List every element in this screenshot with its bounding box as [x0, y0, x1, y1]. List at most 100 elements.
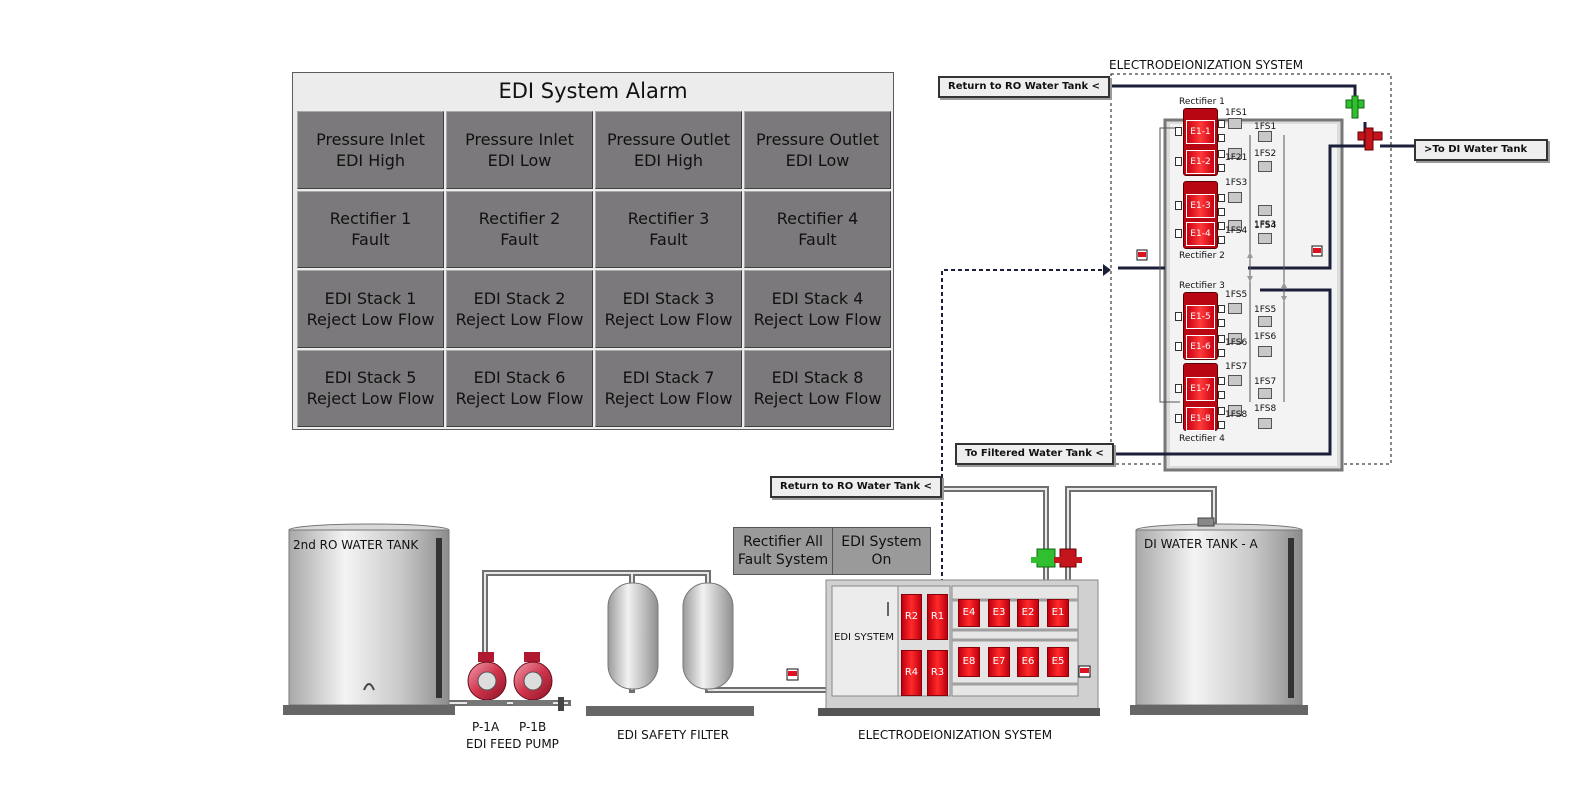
stack-e1-7[interactable]: E1-7	[1186, 377, 1215, 401]
stack-connector	[1218, 421, 1225, 429]
status-line2: On	[871, 552, 892, 568]
alarm-label-line1: EDI Stack 4	[771, 288, 864, 308]
return-ro-tank-bottom-link[interactable]: Return to RO Water Tank <	[770, 476, 943, 498]
stack-e1-1[interactable]: E1-1	[1186, 120, 1215, 144]
rectifier-module-r4[interactable]: R4	[901, 650, 922, 696]
alarm-label-line1: Pressure Inlet	[316, 129, 425, 149]
rectifier-module-r3[interactable]: R3	[927, 650, 948, 696]
ro-tank-label: 2nd RO WATER TANK	[293, 538, 419, 552]
flow-switch-label: 1FS4	[1254, 221, 1277, 231]
stack-e1-8[interactable]: E1-8	[1186, 407, 1215, 431]
stack-e1-5[interactable]: E1-5	[1186, 305, 1215, 329]
stack-connector	[1218, 208, 1225, 216]
flow-switch-label: 1FS7	[1254, 377, 1277, 387]
safety-filter-1	[607, 582, 659, 690]
stack-e1-6[interactable]: E1-6	[1186, 335, 1215, 359]
to-di-tank-link[interactable]: >To DI Water Tank	[1414, 139, 1548, 161]
alarm-label-line2: Fault	[500, 230, 539, 250]
flow-switch-box	[1258, 233, 1272, 244]
flow-switch-label: 1FS8	[1225, 410, 1248, 420]
pipe-to-filtered	[1108, 288, 1332, 456]
stack-e1-4[interactable]: E1-4	[1186, 222, 1215, 246]
flow-switch-box	[1258, 346, 1272, 357]
flow-switch-box	[1258, 418, 1272, 429]
stack-module-e8[interactable]: E8	[958, 647, 980, 677]
stack-module-e2[interactable]: E2	[1017, 599, 1039, 627]
stack-connector	[1175, 312, 1182, 321]
status-line1: EDI System	[841, 534, 922, 550]
flow-switch-box	[1228, 220, 1242, 231]
di-tank-label: DI WATER TANK - A	[1144, 537, 1258, 551]
ro-water-tank	[283, 523, 455, 715]
alarm-label-line2: Fault	[649, 230, 688, 250]
detail-instrument-left	[1136, 249, 1148, 261]
alarm-label-line2: EDI Low	[785, 150, 850, 170]
flow-switch-label: 1FS1	[1254, 122, 1277, 132]
stack-module-e6[interactable]: E6	[1017, 647, 1039, 677]
alarm-label-line1: EDI Stack 6	[473, 368, 566, 388]
stack-connector	[1218, 164, 1225, 172]
alarm-label-line1: Pressure Outlet	[756, 129, 879, 149]
rectifier-2-label: Rectifier 2	[1179, 251, 1225, 261]
stack-e1-2[interactable]: E1-2	[1186, 150, 1215, 174]
stack-module-e1[interactable]: E1	[1047, 599, 1069, 627]
stack-connector	[1175, 157, 1182, 166]
stack-connector	[1218, 236, 1225, 244]
rectifier-3-label: Rectifier 3	[1179, 281, 1225, 291]
alarm-label-line1: Rectifier 2	[478, 209, 561, 229]
to-filtered-tank-link[interactable]: To Filtered Water Tank <	[955, 443, 1114, 465]
flow-switch-box	[1258, 316, 1272, 327]
stack-e1-3[interactable]: E1-3	[1186, 194, 1215, 218]
alarm-label-line1: EDI Stack 8	[771, 368, 864, 388]
safety-filter-label: EDI SAFETY FILTER	[617, 728, 729, 742]
return-ro-tank-top-link[interactable]: Return to RO Water Tank <	[938, 76, 1111, 98]
stack-module-e3[interactable]: E3	[988, 599, 1010, 627]
alarm-label-line2: Reject Low Flow	[753, 389, 882, 409]
pump-p1b	[513, 652, 553, 706]
edi-valve-green	[1031, 548, 1061, 568]
stack-module-e4[interactable]: E4	[958, 599, 980, 627]
stack-module-e7[interactable]: E7	[988, 647, 1010, 677]
alarm-label-line2: EDI High	[633, 150, 703, 170]
flow-switch-box	[1228, 375, 1242, 386]
rectifier-module-r1[interactable]: R1	[927, 594, 948, 640]
flow-switch-label: 1FS2	[1254, 149, 1277, 159]
stack-connector	[1218, 120, 1225, 128]
rectifier-1-label: Rectifier 1	[1179, 97, 1225, 107]
alarm-label-line2: Reject Low Flow	[604, 389, 733, 409]
alarm-label-line1: Rectifier 4	[776, 209, 859, 229]
di-water-tank	[1130, 517, 1308, 715]
alarm-label-line2: Reject Low Flow	[604, 309, 733, 329]
alarm-label-line1: Rectifier 3	[627, 209, 710, 229]
alarm-label-line1: EDI Stack 2	[473, 288, 566, 308]
edi-system-label: ELECTRODEIONIZATION SYSTEM	[858, 728, 1053, 742]
status-line2: Fault System	[737, 552, 829, 568]
flow-switch-box	[1258, 131, 1272, 142]
stack-connector	[1175, 414, 1182, 423]
feed-pump-label: EDI FEED PUMP	[466, 737, 559, 751]
flow-switch-box	[1258, 388, 1272, 399]
stack-module-e5[interactable]: E5	[1047, 647, 1069, 677]
flow-switch-box	[1258, 161, 1272, 172]
alarm-label-line2: Reject Low Flow	[455, 309, 584, 329]
rectifier-module-r2[interactable]: R2	[901, 594, 922, 640]
